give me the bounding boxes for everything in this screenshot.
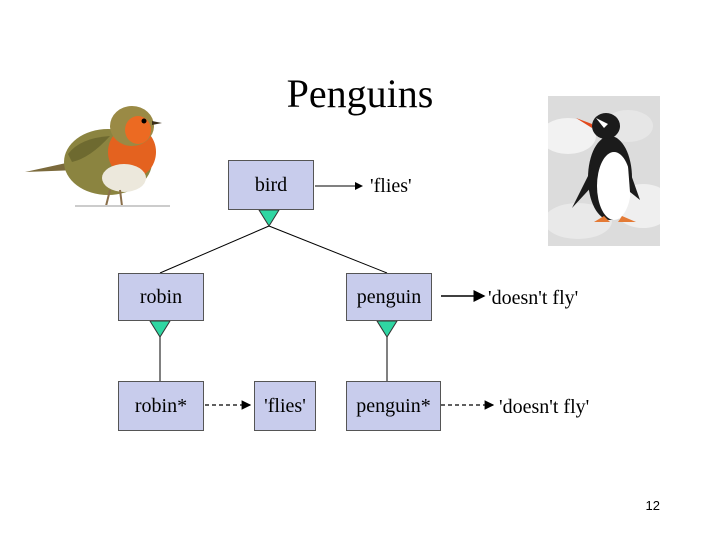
robin-star-node: robin* [118,381,204,431]
robin-node: robin [118,273,204,321]
robin-inheritance-triangle [149,320,171,338]
penguin-inheritance-triangle [376,320,398,338]
bird-inheritance-triangle [258,209,280,227]
bird-node: bird [228,160,314,210]
slide-title: Penguins [286,71,434,116]
bird-penguin-link [268,225,388,274]
bird-flies-label: 'flies' [370,175,412,197]
penguin-node: penguin [346,273,432,321]
page-number: 12 [645,498,660,513]
bird-robin-link [159,225,270,274]
penguin-star-node: penguin* [346,381,441,431]
flies-node: 'flies' [254,381,316,431]
robin-image [25,106,170,207]
penguin-star-doesnt-fly-label: 'doesn't fly' [499,396,590,418]
penguin-doesnt-fly-label: 'doesn't fly' [488,287,579,309]
penguin-image [548,96,660,246]
